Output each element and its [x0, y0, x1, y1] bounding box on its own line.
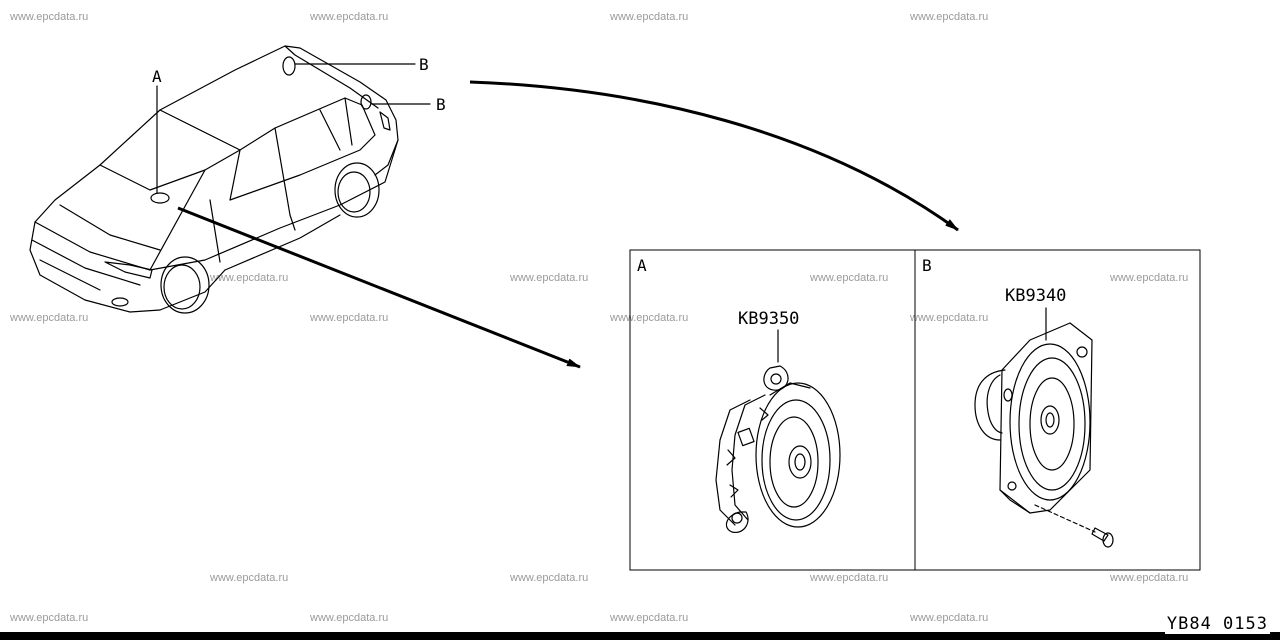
- watermark-text: www.epcdata.ru: [910, 612, 989, 624]
- watermark-text: www.epcdata.ru: [810, 572, 889, 584]
- watermark-text: www.epcdata.ru: [210, 572, 289, 584]
- footer-bar: [0, 632, 1280, 640]
- arrow-to-panel-b: [469, 80, 959, 232]
- speaker-b-drawing: [974, 322, 1093, 514]
- callout-b1-label: B: [419, 55, 429, 74]
- callout-leaders: [156, 63, 431, 194]
- watermark-text: www.epcdata.ru: [810, 272, 889, 284]
- watermark-text: www.epcdata.ru: [910, 11, 989, 23]
- watermark-text: www.epcdata.ru: [310, 612, 389, 624]
- watermark-text: www.epcdata.ru: [610, 11, 689, 23]
- watermark-text: www.epcdata.ru: [910, 312, 989, 324]
- speaker-a-drawing: [715, 365, 841, 534]
- part-number-kb9350: KB9350: [738, 309, 799, 329]
- watermark-text: www.epcdata.ru: [10, 11, 89, 23]
- arrow-to-panel-a: [177, 206, 581, 369]
- watermark-text: www.epcdata.ru: [510, 572, 589, 584]
- watermark-text: www.epcdata.ru: [1110, 572, 1189, 584]
- watermark-text: www.epcdata.ru: [510, 272, 589, 284]
- watermark-text: www.epcdata.ru: [1110, 272, 1189, 284]
- part-number-kb9340: KB9340: [1005, 286, 1066, 306]
- watermark-text: www.epcdata.ru: [10, 612, 89, 624]
- watermark-text: www.epcdata.ru: [610, 612, 689, 624]
- panel-a-label: A: [637, 256, 647, 275]
- panel-b-label: B: [922, 256, 932, 275]
- callout-b2-label: B: [436, 95, 446, 114]
- diagram-code: YB84 0153: [1164, 614, 1270, 634]
- watermark-text: www.epcdata.ru: [210, 272, 289, 284]
- callout-a-label: A: [152, 67, 162, 86]
- watermark-text: www.epcdata.ru: [310, 11, 389, 23]
- screw-icon: [1034, 504, 1114, 548]
- watermark-text: www.epcdata.ru: [310, 312, 389, 324]
- watermark-text: www.epcdata.ru: [10, 312, 89, 324]
- vehicle-illustration: [29, 45, 399, 314]
